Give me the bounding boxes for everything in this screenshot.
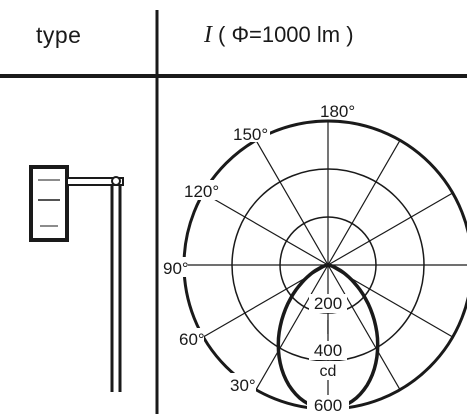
radial-label-600: 600 bbox=[314, 396, 342, 414]
angle-label-30: 30° bbox=[230, 376, 256, 395]
polar-spoke bbox=[255, 139, 329, 266]
radial-unit-label: cd bbox=[320, 363, 337, 380]
polar-spoke bbox=[202, 192, 329, 266]
polar-spoke bbox=[327, 139, 401, 266]
intensity-symbol: I bbox=[204, 22, 212, 48]
angle-label-180: 180° bbox=[320, 102, 355, 121]
radial-label-200: 200 bbox=[314, 294, 342, 313]
radial-divider: | bbox=[326, 318, 330, 335]
flux-condition: ( Φ=1000 lm ) bbox=[218, 22, 354, 47]
angle-label-150: 150° bbox=[233, 125, 268, 144]
angle-label-90: 90° bbox=[163, 259, 189, 278]
radial-label-400: 400 bbox=[314, 341, 342, 360]
street-lamp-icon bbox=[29, 165, 124, 392]
polar-spoke bbox=[327, 192, 454, 266]
angle-label-60: 60° bbox=[179, 330, 205, 349]
angle-label-120: 120° bbox=[184, 182, 219, 201]
type-column-header: type bbox=[36, 22, 82, 48]
polar-spoke bbox=[255, 264, 329, 391]
polar-spoke bbox=[327, 264, 401, 391]
intensity-column-header: I( Φ=1000 lm ) bbox=[204, 22, 354, 49]
